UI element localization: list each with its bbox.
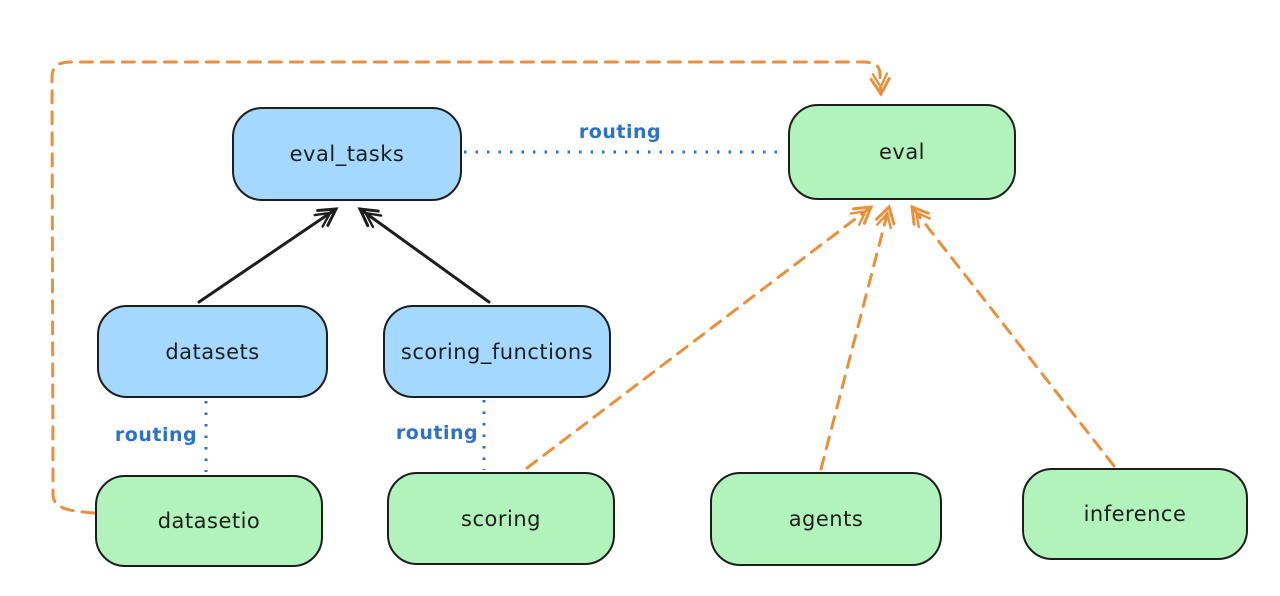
node-agents: agents [710, 472, 942, 566]
node-datasetio-label: datasetio [157, 509, 261, 533]
node-inference-label: inference [1083, 502, 1187, 526]
edge-scoring-eval [525, 205, 874, 470]
edge-scoringfunctions-evaltasks [357, 207, 491, 304]
node-datasetio: datasetio [95, 475, 323, 567]
routing-label-top: routing [579, 121, 661, 143]
edge-agents-eval [819, 204, 896, 471]
node-eval-tasks: eval_tasks [232, 107, 462, 201]
node-datasets: datasets [97, 305, 328, 398]
routing-label-scoring: routing [396, 422, 478, 444]
node-inference: inference [1022, 468, 1248, 560]
edge-inference-eval [910, 204, 1116, 468]
node-eval-label: eval [878, 140, 926, 164]
node-datasets-label: datasets [165, 339, 260, 364]
node-eval: eval [788, 104, 1016, 200]
routing-label-datasets: routing [115, 424, 197, 446]
edge-datasetio-eval [50, 60, 891, 515]
node-scoring-functions-label: scoring_functions [400, 339, 594, 364]
node-scoring-label: scoring [461, 506, 541, 531]
node-scoring-functions: scoring_functions [383, 305, 611, 398]
node-agents-label: agents [788, 507, 864, 531]
node-scoring: scoring [387, 472, 615, 565]
node-eval-tasks-label: eval_tasks [289, 142, 405, 166]
edge-datasets-evaltasks [197, 207, 339, 304]
